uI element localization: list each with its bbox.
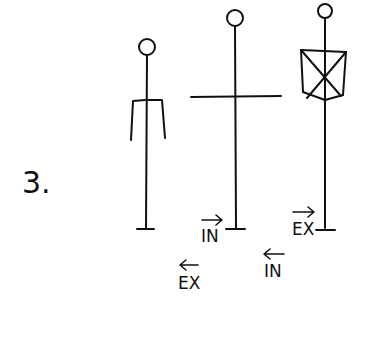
- direction-label: EX: [178, 275, 200, 292]
- direction-arrows: [180, 207, 314, 270]
- figure-arms-out: [191, 10, 281, 229]
- direction-label: IN: [264, 263, 282, 280]
- direction-label: IN: [201, 228, 219, 245]
- figure-arms-down: [131, 39, 165, 229]
- callout-number: 3.: [22, 168, 51, 198]
- direction-label: EX: [292, 221, 314, 238]
- figure-arms-crossed: [301, 4, 346, 230]
